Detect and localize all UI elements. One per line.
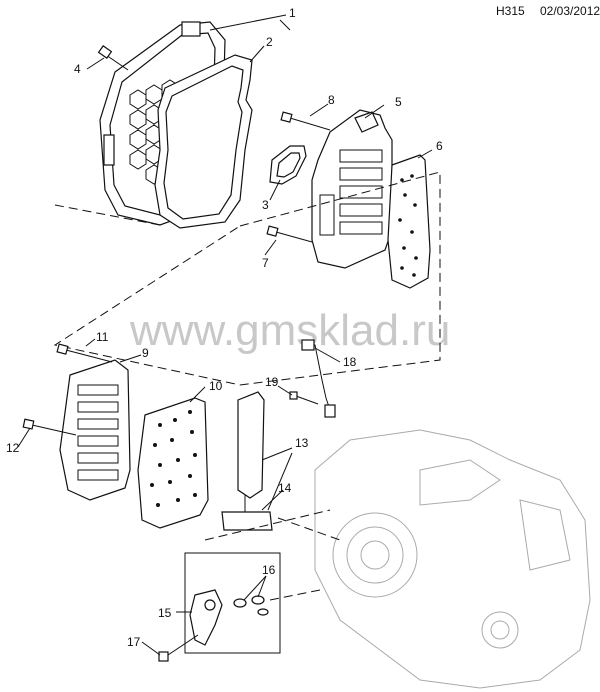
part-10-plate [137,397,209,529]
callout-15: 15 [158,606,172,620]
part-12-bolt [22,418,77,436]
callout-10: 10 [209,379,223,393]
callout-11: 11 [96,330,109,344]
callout-13: 13 [295,436,309,450]
parts-15-16-frame [184,552,281,654]
part-11-bolt [56,343,113,363]
leader-lines [17,14,433,656]
callout-9: 9 [142,346,149,360]
callout-18: 18 [343,355,357,369]
callout-5: 5 [395,95,402,109]
callout-14: 14 [278,481,292,495]
callout-19: 19 [265,375,279,389]
callout-1: 1 [289,6,296,20]
callout-8: 8 [328,93,335,107]
watermark-text: www.gmsklad.ru [129,306,450,355]
part-14-shaft [221,495,273,531]
part-5-valve-body [311,109,393,269]
part-18-sensor-harness [301,339,336,418]
part-2-gasket [154,54,253,229]
callout-12: 12 [6,441,20,455]
callout-3: 3 [262,198,269,212]
part-16-o-rings [233,595,269,616]
callout-4: 4 [74,62,81,76]
part-4-bolt [97,45,129,71]
assembly-dashed-outline [53,171,441,386]
diagram-code: H315 [496,4,525,18]
part-9-lower-valve-body [59,359,131,501]
callout-7: 7 [262,256,269,270]
callout-2: 2 [266,35,273,49]
part-8-bolt [280,111,331,131]
callout-17: 17 [127,635,141,649]
transmission-case [314,429,591,689]
part-7-bolt [266,225,313,243]
part-6-separator-plate [387,154,431,289]
part-13-manual-valve [237,391,265,499]
part-17-bolt [158,634,199,662]
diagram-date: 02/03/2012 [540,4,600,18]
part-15-sensor [189,589,223,646]
callout-6: 6 [436,139,443,153]
callout-16: 16 [262,563,276,577]
part-3-seal [269,145,307,185]
assembly-dashed-lines [204,509,341,601]
part-19-bolt [289,391,319,405]
